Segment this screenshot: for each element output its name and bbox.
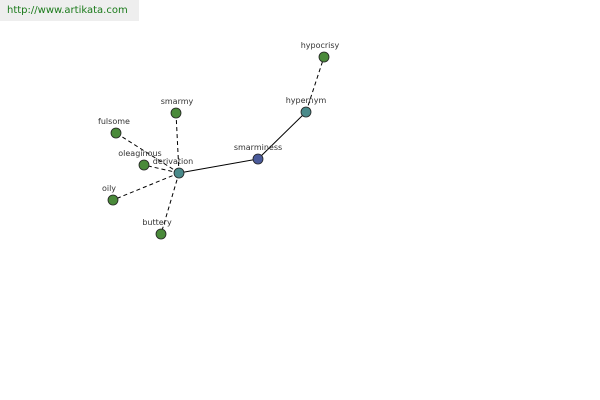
node-derivation[interactable] [173, 167, 185, 179]
node-oleaginous[interactable] [138, 159, 150, 171]
node-oily[interactable] [107, 194, 119, 206]
url-banner: http://www.artikata.com [0, 0, 139, 21]
node-label-oily[interactable]: oily [102, 184, 116, 193]
node-hypocrisy[interactable] [318, 51, 330, 63]
node-label-smarminess[interactable]: smarminess [234, 143, 282, 152]
node-label-buttery[interactable]: buttery [142, 218, 172, 227]
edge-derivation-buttery [160, 172, 180, 235]
edge-derivation-oily [112, 172, 180, 201]
node-label-derivation[interactable]: derivation [153, 157, 193, 166]
node-label-hypernym[interactable]: hypernym [286, 96, 327, 105]
node-label-smarmy[interactable]: smarmy [161, 97, 194, 106]
edge-derivation-fulsome [115, 132, 180, 174]
edge-smarminess-derivation [178, 158, 259, 174]
nodes-layer [107, 51, 330, 240]
edge-hypernym-hypocrisy [305, 56, 325, 113]
node-label-oleaginous[interactable]: oleaginous [118, 149, 161, 158]
node-hypernym[interactable] [300, 106, 312, 118]
site-url-link[interactable]: http://www.artikata.com [7, 5, 128, 16]
edge-derivation-smarmy [175, 112, 180, 174]
edge-derivation-oleaginous [143, 164, 180, 174]
node-fulsome[interactable] [110, 127, 122, 139]
node-smarminess[interactable] [252, 153, 264, 165]
node-label-fulsome[interactable]: fulsome [98, 117, 130, 126]
edge-smarminess-hypernym [257, 111, 307, 160]
node-buttery[interactable] [155, 228, 167, 240]
edges-layer [112, 56, 325, 235]
labels-layer: smarminess hypernym hypocrisy derivation sma… [98, 41, 340, 227]
node-label-hypocrisy[interactable]: hypocrisy [301, 41, 340, 50]
node-smarmy[interactable] [170, 107, 182, 119]
